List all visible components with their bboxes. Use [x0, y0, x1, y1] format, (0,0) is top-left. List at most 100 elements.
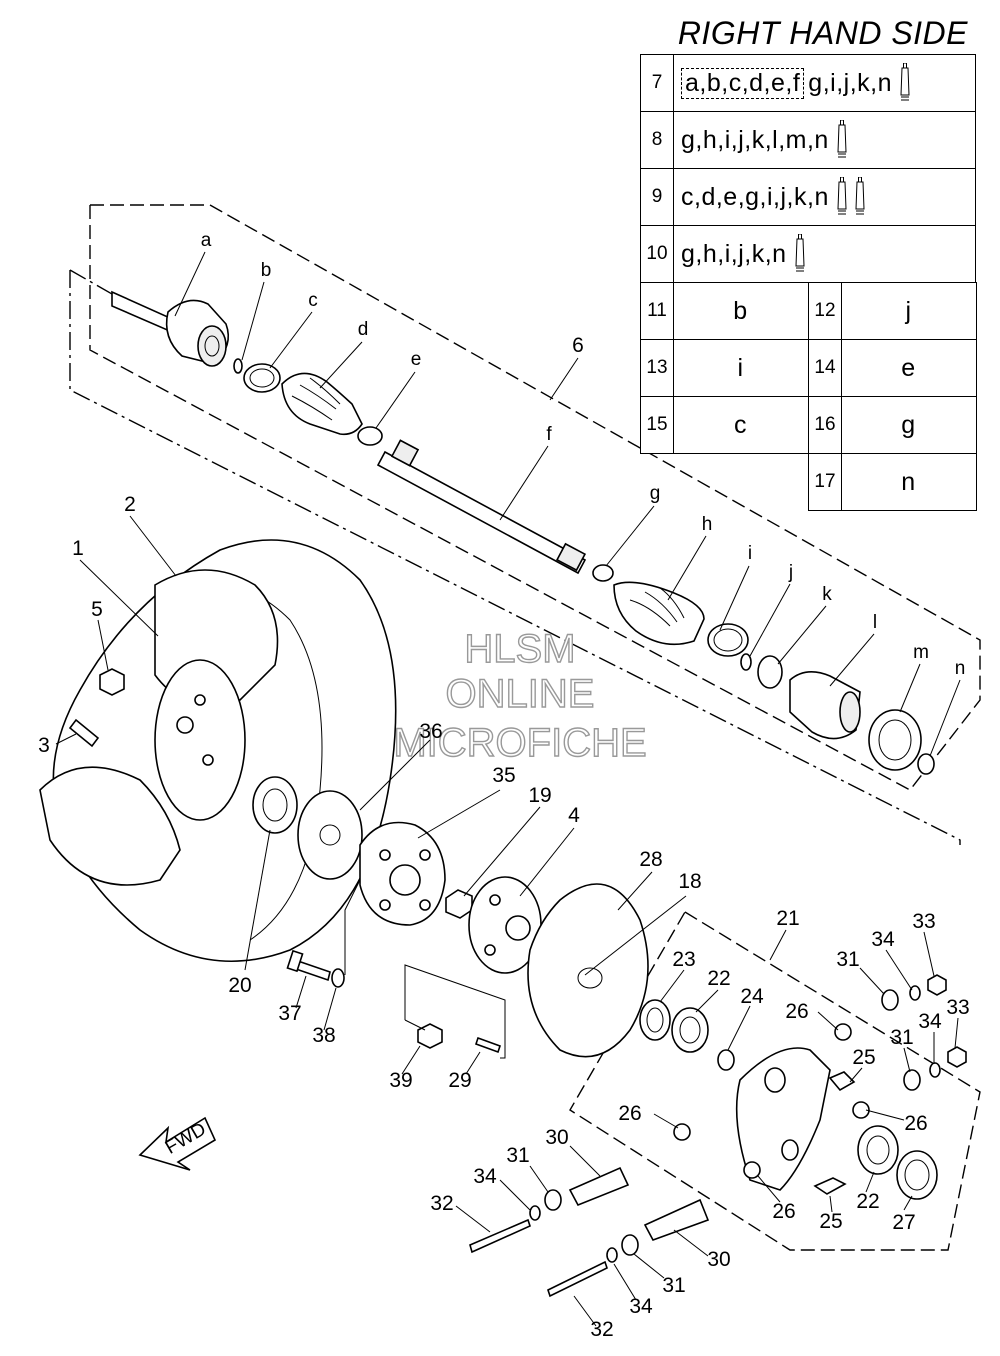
wheel-rim: [39, 569, 279, 886]
label-n: n: [955, 658, 966, 679]
kit-parts-list: a,b,c,d,e,f: [681, 67, 805, 99]
forward-arrow-icon: FWD: [138, 1116, 217, 1171]
callout-37: 37: [278, 1002, 301, 1025]
watermark-line2: ONLINE: [446, 672, 595, 716]
callout-25a: 25: [852, 1046, 875, 1069]
single-part-12: 12 j: [808, 282, 977, 340]
grease-tubes: [829, 120, 847, 160]
callout-22b: 22: [856, 1190, 879, 1213]
callout-33b: 33: [946, 996, 969, 1019]
callout-20: 20: [228, 974, 251, 997]
bearing-23: [639, 999, 671, 1041]
band-g: [592, 564, 614, 582]
wheel-axis-line: [69, 270, 961, 845]
band-e: [357, 426, 383, 446]
washer-38: [331, 968, 345, 988]
single-number: 11: [641, 283, 674, 339]
boot-h: [613, 581, 705, 646]
callout-35: 35: [492, 764, 515, 787]
callout-36: 36: [419, 720, 442, 743]
callout-31b: 31: [890, 1026, 913, 1049]
grease-tubes: [829, 177, 865, 217]
single-number: 13: [641, 340, 674, 396]
callout-34a: 34: [871, 928, 895, 951]
single-number: 16: [809, 397, 842, 453]
callout-19: 19: [528, 784, 551, 807]
callout-34b: 34: [918, 1010, 942, 1033]
nut-39: [417, 1023, 443, 1049]
bolts-32: [469, 1218, 608, 1298]
seal-m: [868, 709, 922, 771]
brake-disc-28: [527, 883, 649, 1058]
leader-lines: [55, 251, 961, 1327]
callout-30b: 30: [707, 1248, 730, 1271]
bearing-22a: [671, 1007, 709, 1053]
callout-32b: 32: [590, 1318, 613, 1341]
single-part-letter: j: [905, 296, 912, 325]
kit-parts-extra: g,i,j,k,n: [808, 68, 892, 97]
grease-nipple-25a: [828, 1071, 856, 1092]
grease-tube-icon: [837, 120, 847, 158]
bolt-37: [286, 949, 331, 982]
callout-26a: 26: [785, 1000, 808, 1023]
label-b: b: [261, 260, 272, 281]
label-c: c: [308, 290, 318, 311]
callout-21: 21: [776, 907, 799, 930]
label-m: m: [913, 642, 929, 663]
cv-joint-inner-l: [789, 671, 861, 740]
axle-shaft-f: [376, 439, 587, 575]
circlip-b: [233, 358, 243, 374]
nut-19: [445, 889, 473, 919]
watermark-line1: HLSM: [464, 627, 575, 671]
clip-24: [717, 1049, 735, 1071]
callout-26b: 26: [618, 1102, 641, 1125]
callout-1: 1: [72, 537, 84, 560]
label-d: d: [358, 319, 369, 340]
callout-28: 28: [639, 848, 662, 871]
plate-36: [297, 790, 363, 880]
callout-5: 5: [91, 598, 103, 621]
callout-33a: 33: [912, 910, 935, 933]
callout-3: 3: [38, 734, 50, 757]
kit-parts-list: c,d,e,g,i,j,k,n: [681, 182, 829, 211]
kit-parts: g,h,i,j,k,l,m,n: [681, 112, 847, 168]
clip-k: [757, 655, 783, 689]
label-i: i: [748, 543, 752, 564]
single-number: 14: [809, 340, 842, 396]
label-e: e: [411, 349, 422, 370]
callout-34d: 34: [629, 1295, 653, 1318]
callout-31c: 31: [506, 1144, 529, 1167]
single-part-letter: g: [901, 410, 916, 439]
kit-parts-list: g,h,i,j,k,n: [681, 239, 787, 268]
callout-38: 38: [312, 1024, 335, 1047]
single-part-letter: c: [734, 410, 747, 439]
reference-table-title: RIGHT HAND SIDE: [677, 15, 968, 51]
single-part-letter: b: [733, 296, 748, 325]
bracket-line-38: [344, 879, 361, 975]
watermark: HLSM ONLINE MICROFICHE: [393, 626, 648, 765]
callout-32a: 32: [430, 1192, 453, 1215]
oring-n: [917, 753, 935, 775]
letter-labels: a b c d e f g h i j k l m n: [201, 230, 966, 679]
kit-number: 10: [641, 226, 674, 282]
label-j: j: [788, 562, 793, 583]
single-part-letter: e: [901, 353, 916, 382]
grease-tubes: [787, 234, 805, 274]
bearing-22b: [857, 1125, 899, 1175]
washers-31-34: [529, 985, 941, 1263]
nuts-33: [927, 974, 967, 1068]
callout-34c: 34: [473, 1165, 497, 1188]
kit-parts: g,h,i,j,k,n: [681, 226, 805, 282]
single-number: 12: [809, 283, 842, 339]
single-part-11: 11 b: [640, 282, 809, 340]
single-part-letter: n: [901, 467, 916, 496]
kit-number: 8: [641, 112, 674, 168]
callout-2: 2: [124, 493, 136, 516]
grease-nipple-25b: [813, 1177, 847, 1195]
knuckle-21: [735, 1047, 831, 1191]
